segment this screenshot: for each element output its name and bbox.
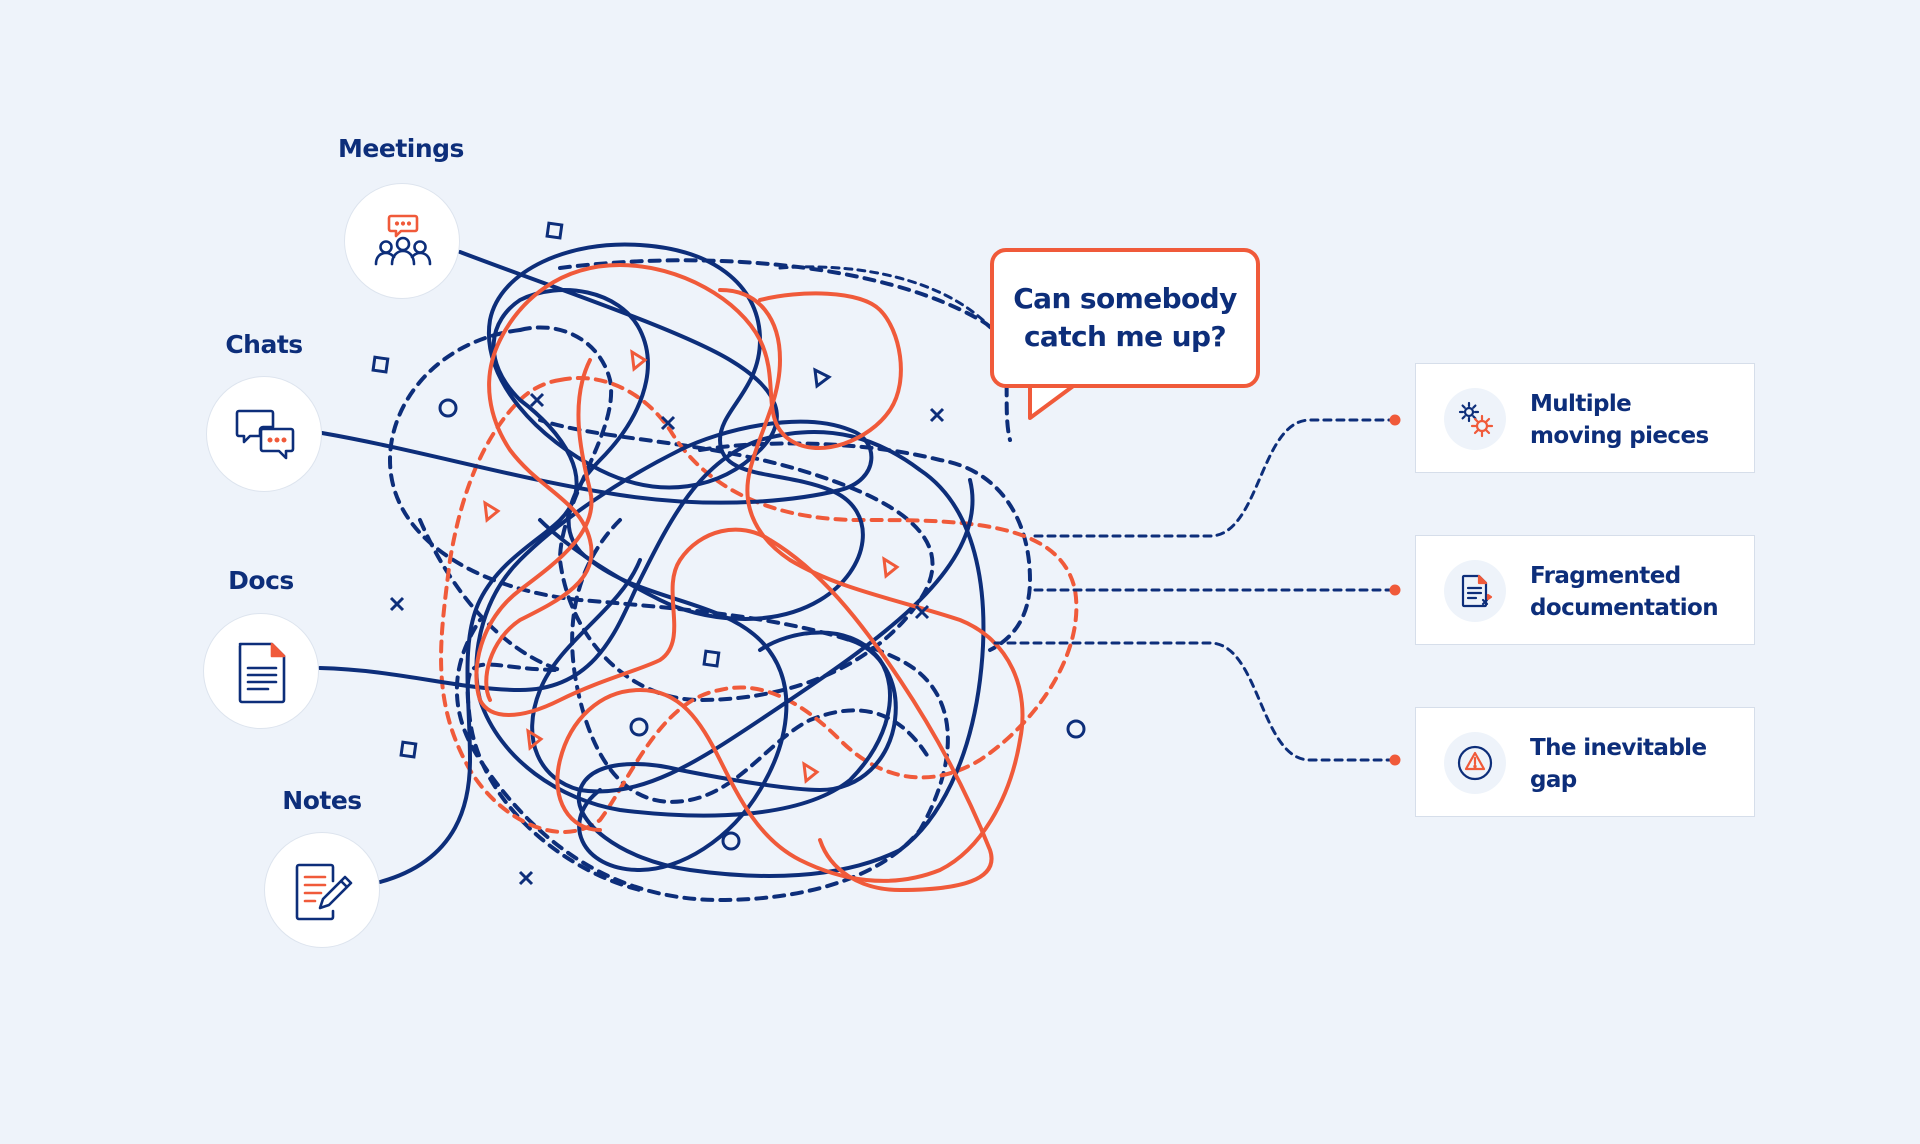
source-label-meetings: Meetings (338, 134, 464, 163)
source-label-notes: Notes (282, 786, 362, 815)
dashed-loop-navy-5 (698, 441, 1032, 652)
source-label-chats: Chats (225, 330, 303, 359)
line-orange-c (555, 288, 1025, 883)
source-docs (203, 613, 319, 729)
connector-1 (1033, 418, 1397, 538)
outcome-card-fragmented-docs: Fragmented documentation (1415, 535, 1755, 645)
source-notes (264, 832, 380, 948)
line-navy-loop-a (530, 478, 975, 794)
source-label-docs: Docs (228, 566, 294, 595)
dashed-loop-orange-1 (439, 376, 1079, 834)
outcome-card-inevitable-gap: The inevitable gap (1415, 707, 1755, 817)
warning-icon (1444, 732, 1506, 794)
speech-bubble: Can somebody catch me up? (990, 248, 1260, 388)
outcome-label-fragmented-docs: Fragmented documentation (1530, 563, 1719, 621)
line-orange-a (498, 263, 903, 450)
chat-bubbles-icon (235, 409, 295, 460)
outcome-label-moving-pieces: Multiple moving pieces (1530, 391, 1709, 449)
connector-dots (1389, 414, 1401, 766)
outcome-card-moving-pieces: Multiple moving pieces (1415, 363, 1755, 473)
source-meetings (344, 183, 460, 299)
bubble-tail (1028, 382, 1078, 420)
outcome-label-inevitable-gap: The inevitable gap (1530, 735, 1707, 793)
line-chats (320, 419, 892, 818)
note-pencil-icon (295, 863, 353, 921)
line-orange-b (474, 358, 994, 892)
dashed-loop-navy-1 (558, 258, 1012, 442)
dashed-loop-navy-2 (518, 325, 935, 702)
gears-icon (1444, 388, 1506, 450)
source-chats (206, 376, 322, 492)
bubble-connector (778, 265, 987, 324)
scattered-triangles (483, 349, 900, 784)
fragmented-document-icon (1444, 560, 1506, 622)
dashed-loop-navy-3 (388, 328, 950, 902)
line-orange-d (484, 338, 594, 702)
line-docs (318, 429, 986, 878)
line-notes (378, 288, 789, 884)
scattered-shapes (371, 221, 1086, 886)
meeting-people-icon (374, 214, 432, 266)
connector-3 (993, 641, 1397, 762)
speech-bubble-text: Can somebody catch me up? (1013, 282, 1237, 353)
document-icon (238, 642, 286, 704)
dashed-loop-navy-4 (570, 518, 932, 804)
